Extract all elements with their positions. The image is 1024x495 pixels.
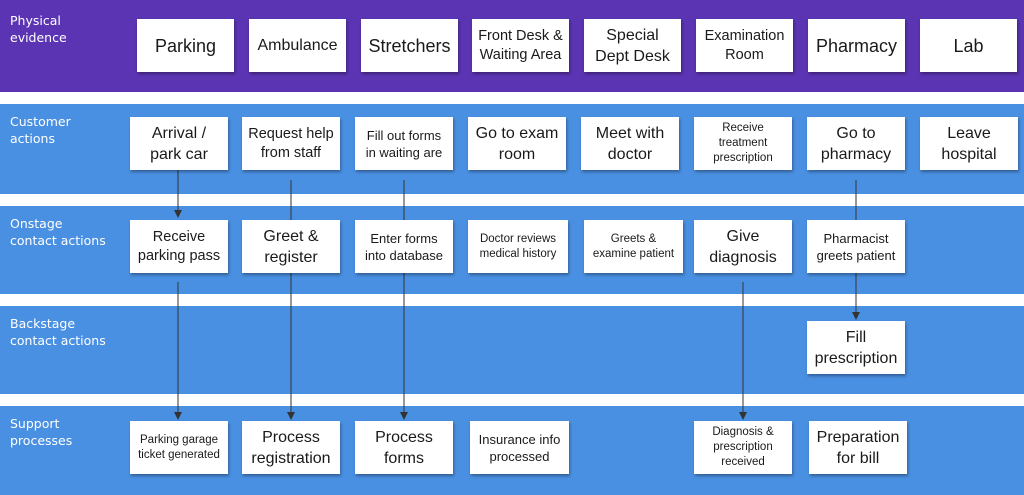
note-request-help: Request help from staff	[242, 117, 340, 170]
note-arrival-park-car: Arrival / park car	[130, 117, 228, 170]
note-greets-examine: Greets & examine patient	[584, 220, 683, 273]
note-doctor-reviews: Doctor reviews medical history	[468, 220, 568, 273]
note-give-diagnosis: Give diagnosis	[694, 220, 792, 273]
note-special-dept-desk: Special Dept Desk	[584, 19, 681, 72]
note-receive-treatment: Receive treatment prescription	[694, 117, 792, 170]
note-parking-garage-ticket: Parking garage ticket generated	[130, 421, 228, 474]
note-preparation-for-bill: Preparation for bill	[809, 421, 907, 474]
note-insurance-info: Insurance info processed	[470, 421, 569, 474]
note-receive-parking-pass: Receive parking pass	[130, 220, 228, 273]
note-greet-register: Greet & register	[242, 220, 340, 273]
note-pharmacist-greets: Pharmacist greets patient	[807, 220, 905, 273]
lane-label-backstage: Backstage contact actions	[10, 316, 106, 348]
note-go-to-exam-room: Go to exam room	[468, 117, 566, 170]
note-lab: Lab	[920, 19, 1017, 72]
note-ambulance: Ambulance	[249, 19, 346, 72]
note-leave-hospital: Leave hospital	[920, 117, 1018, 170]
lane-label-customer: Customer actions	[10, 114, 71, 146]
note-meet-with-doctor: Meet with doctor	[581, 117, 679, 170]
note-diagnosis-prescription: Diagnosis & prescription received	[694, 421, 792, 474]
note-fill-out-forms: Fill out forms in waiting are	[355, 117, 453, 170]
note-stretchers: Stretchers	[361, 19, 458, 72]
lane-label-onstage: Onstage contact actions	[10, 216, 106, 248]
lane-label-support: Support processes	[10, 416, 73, 448]
note-pharmacy: Pharmacy	[808, 19, 905, 72]
note-fill-prescription: Fill prescription	[807, 321, 905, 374]
note-front-desk: Front Desk & Waiting Area	[472, 19, 569, 72]
lane-label-physical: Physical evidence	[10, 13, 67, 45]
note-examination-room: Examination Room	[696, 19, 793, 72]
note-enter-forms: Enter forms into database	[355, 220, 453, 273]
note-process-registration: Process registration	[242, 421, 340, 474]
note-go-to-pharmacy: Go to pharmacy	[807, 117, 905, 170]
note-parking: Parking	[137, 19, 234, 72]
note-process-forms: Process forms	[355, 421, 453, 474]
